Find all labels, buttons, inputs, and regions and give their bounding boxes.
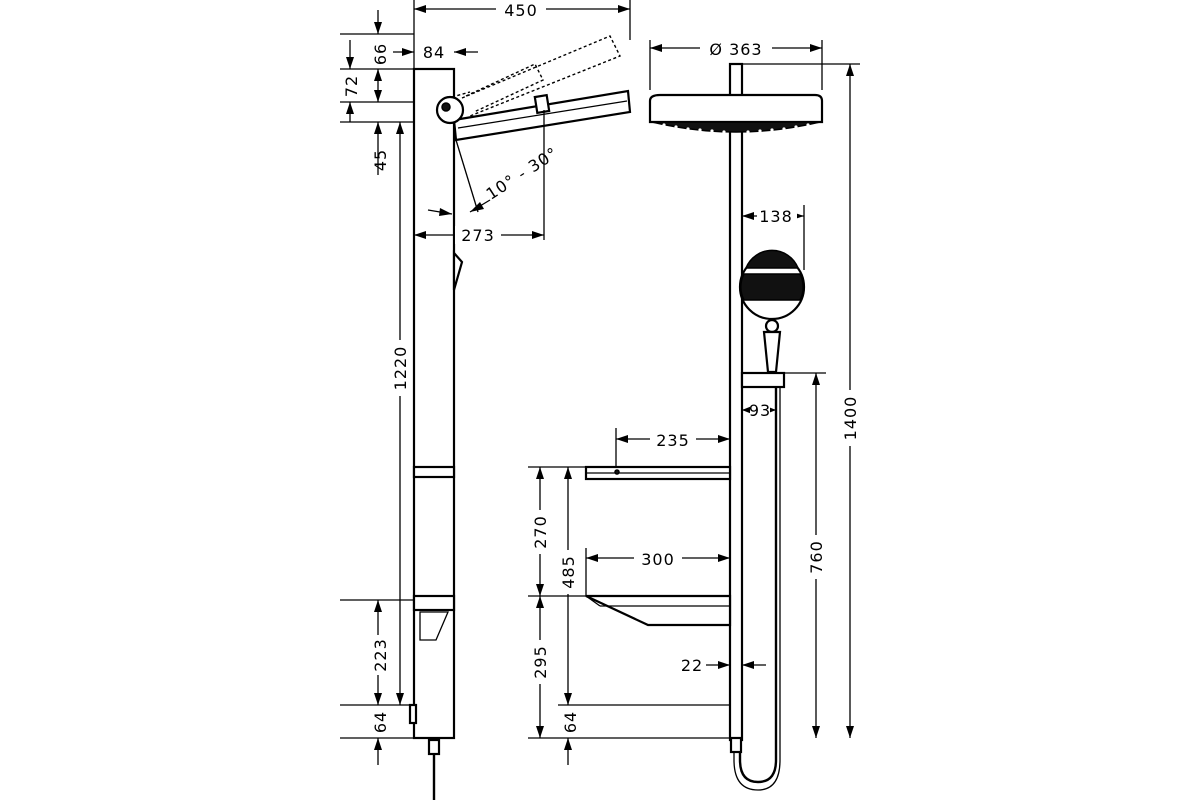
side-shelf-band xyxy=(412,465,456,479)
dim-93-label: 93 xyxy=(749,401,771,420)
dim-64-left-label: 64 xyxy=(371,711,390,733)
overhead-shower-head xyxy=(648,93,824,124)
dim-760-label: 760 xyxy=(807,540,826,574)
front-view xyxy=(584,62,824,791)
dim-1220-label: 1220 xyxy=(391,346,410,391)
dim-223-label: 223 xyxy=(371,638,390,672)
dim-300-label: 300 xyxy=(641,550,675,569)
dim-45-label: 45 xyxy=(371,149,390,171)
dim-270-label: 270 xyxy=(531,515,550,549)
dim-235-label: 235 xyxy=(656,431,690,450)
dim-72-label: 72 xyxy=(342,75,361,97)
front-view-dimensions: Ø 363 1400 138 93 760 xyxy=(528,38,860,765)
side-lower-shelf xyxy=(412,594,456,612)
side-view xyxy=(408,35,632,800)
side-shower-arm xyxy=(452,89,632,142)
dim-485-label: 485 xyxy=(559,555,578,589)
dim-66-label: 66 xyxy=(371,43,390,65)
dim-64-right-label: 64 xyxy=(561,711,580,733)
side-control-knob xyxy=(452,250,464,291)
dim-295-label: 295 xyxy=(531,645,550,679)
dim-273-label: 273 xyxy=(461,226,495,245)
dim-22-label: 22 xyxy=(681,656,703,675)
dim-450-label: 450 xyxy=(504,1,538,20)
dim-1400-label: 1400 xyxy=(841,396,860,441)
dim-angle-label: 10° - 30° xyxy=(483,143,562,203)
lower-shelf xyxy=(585,594,732,627)
dim-363-label: Ø 363 xyxy=(709,40,762,59)
side-arm-pivot xyxy=(435,95,465,125)
hand-shower-handle xyxy=(762,330,782,374)
dim-138-label: 138 xyxy=(759,207,793,226)
slider-holder xyxy=(740,371,786,389)
dim-84-label: 84 xyxy=(423,43,445,62)
front-riser-pipe xyxy=(728,62,744,742)
